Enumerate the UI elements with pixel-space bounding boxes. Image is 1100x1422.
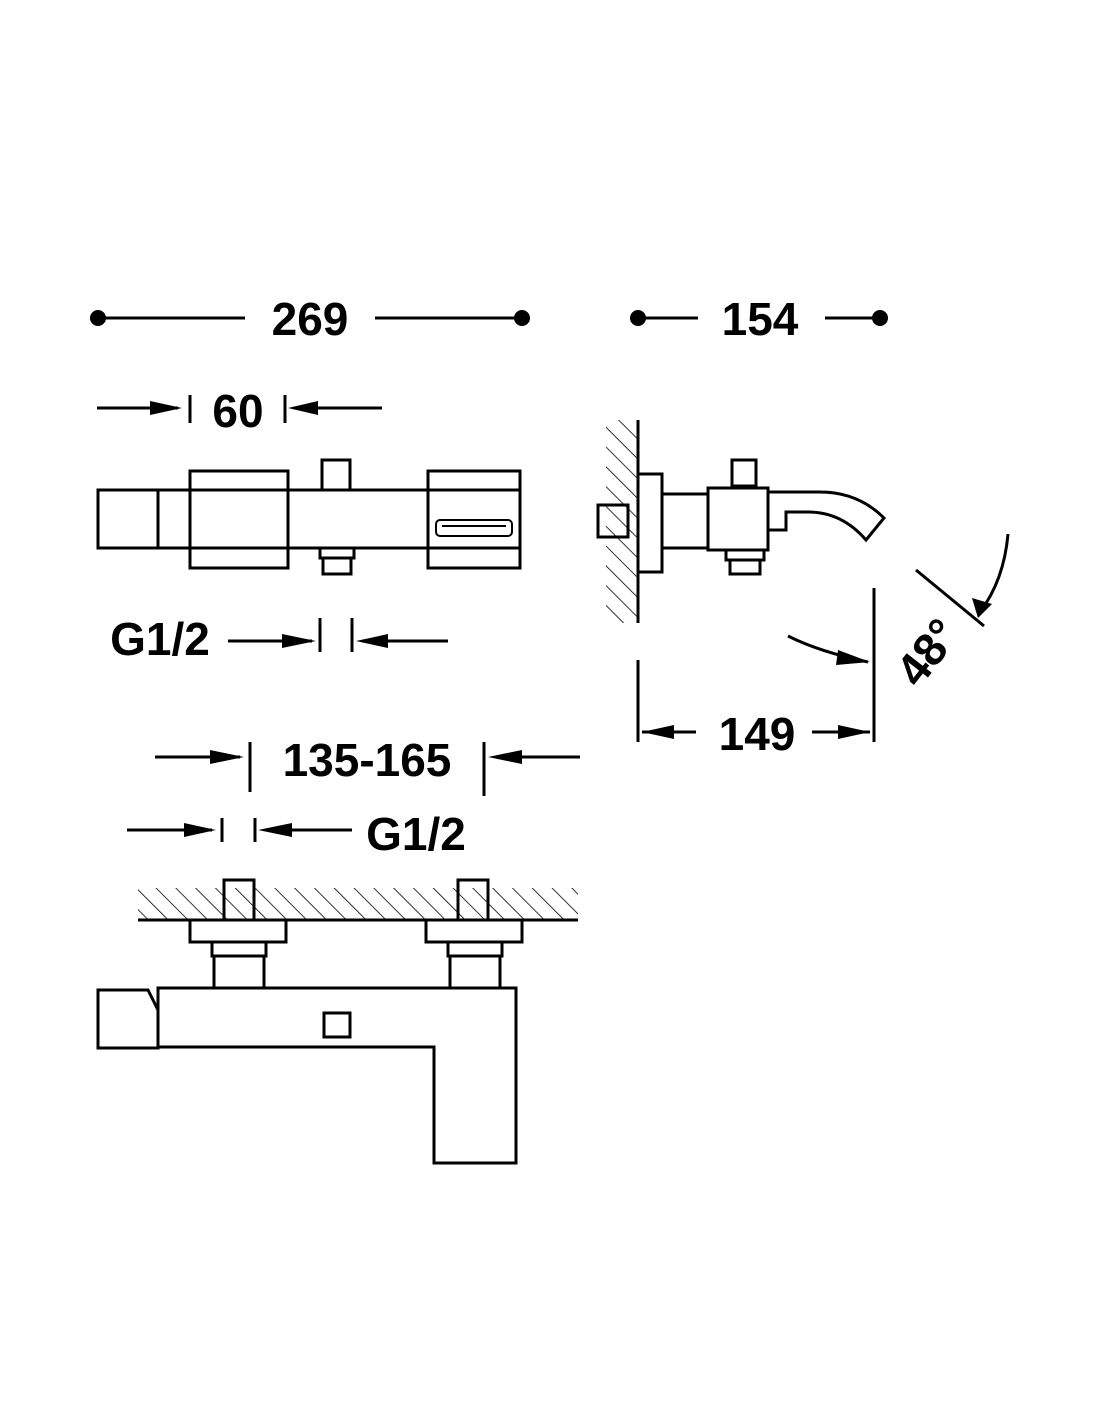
label-thread-bottom: G1/2	[366, 808, 466, 860]
dimension-60: 60	[97, 385, 382, 437]
front-view-mixer	[96, 878, 578, 1165]
dimension-center-distance: 135-165	[155, 734, 580, 796]
side-view-mixer	[596, 420, 887, 623]
plan-view-mixer	[96, 458, 522, 576]
dimension-angle: 48°	[787, 533, 1010, 696]
label-thread-top: G1/2	[110, 613, 210, 665]
dimension-thread-top: G1/2	[110, 613, 448, 665]
dimension-154: 154	[630, 293, 888, 345]
label-spout-angle: 48°	[885, 609, 969, 696]
label-overall-depth: 154	[722, 293, 799, 345]
label-handle-width: 60	[212, 385, 263, 437]
label-wall-to-spout: 149	[719, 708, 796, 760]
dimension-thread-bottom: G1/2	[127, 808, 466, 860]
dimension-149: 149	[636, 588, 876, 760]
dimension-269: 269	[90, 293, 530, 345]
label-overall-width: 269	[272, 293, 349, 345]
label-center-distance: 135-165	[283, 734, 452, 786]
